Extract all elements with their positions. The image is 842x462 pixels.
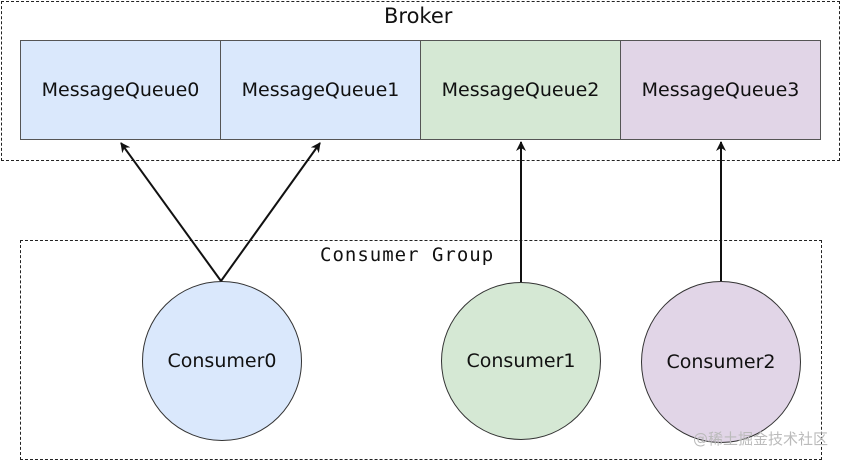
consumer-group-title: Consumer Group bbox=[316, 246, 499, 265]
consumer-2: Consumer2 bbox=[641, 281, 801, 443]
message-queue-1: MessageQueue1 bbox=[220, 40, 421, 140]
message-queue-2: MessageQueue2 bbox=[420, 40, 621, 140]
watermark: @稀土掘金技术社区 bbox=[692, 430, 828, 448]
consumer-1: Consumer1 bbox=[441, 282, 601, 440]
message-queue-0: MessageQueue0 bbox=[20, 40, 221, 140]
broker-title: Broker bbox=[380, 6, 457, 27]
broker-group bbox=[1, 1, 840, 161]
consumer-0: Consumer0 bbox=[142, 281, 302, 441]
consumer-group bbox=[20, 240, 822, 460]
message-queue-3: MessageQueue3 bbox=[620, 40, 821, 140]
